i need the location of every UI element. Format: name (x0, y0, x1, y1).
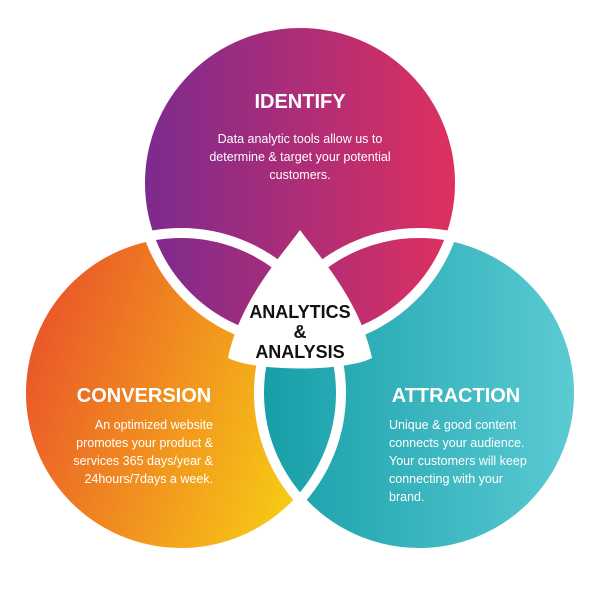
conversion-desc-line1: An optimized website (95, 418, 213, 432)
conversion-desc-line2: promotes your product & (76, 436, 214, 450)
conversion-title: CONVERSION (77, 385, 211, 407)
identify-title: IDENTIFY (254, 91, 346, 113)
attraction-desc-line1: Unique & good content (389, 418, 517, 432)
attraction-desc-line3: Your customers will keep (389, 454, 527, 468)
identify-desc-line3: customers. (269, 168, 330, 182)
conversion-outline (16, 228, 346, 558)
attraction-title: ATTRACTION (392, 385, 521, 407)
identify-circle (140, 23, 460, 343)
center-region (228, 230, 372, 369)
conversion-desc-line4: 24hours/7days a week. (84, 472, 213, 486)
center-label-line3: ANALYSIS (255, 342, 344, 362)
conversion-desc-line3: services 365 days/year & (73, 454, 213, 468)
attraction-outline (254, 228, 584, 558)
identify-desc-line1: Data analytic tools allow us to (218, 132, 383, 146)
attraction-desc-line4: connecting with your (389, 472, 503, 486)
attraction-desc-line5: brand. (389, 490, 424, 504)
identify-desc-line2: determine & target your potential (209, 150, 390, 164)
center-label-line2: & (294, 322, 307, 342)
attraction-desc-line2: connects your audience. (389, 436, 525, 450)
center-label-line1: ANALYTICS (249, 302, 350, 322)
